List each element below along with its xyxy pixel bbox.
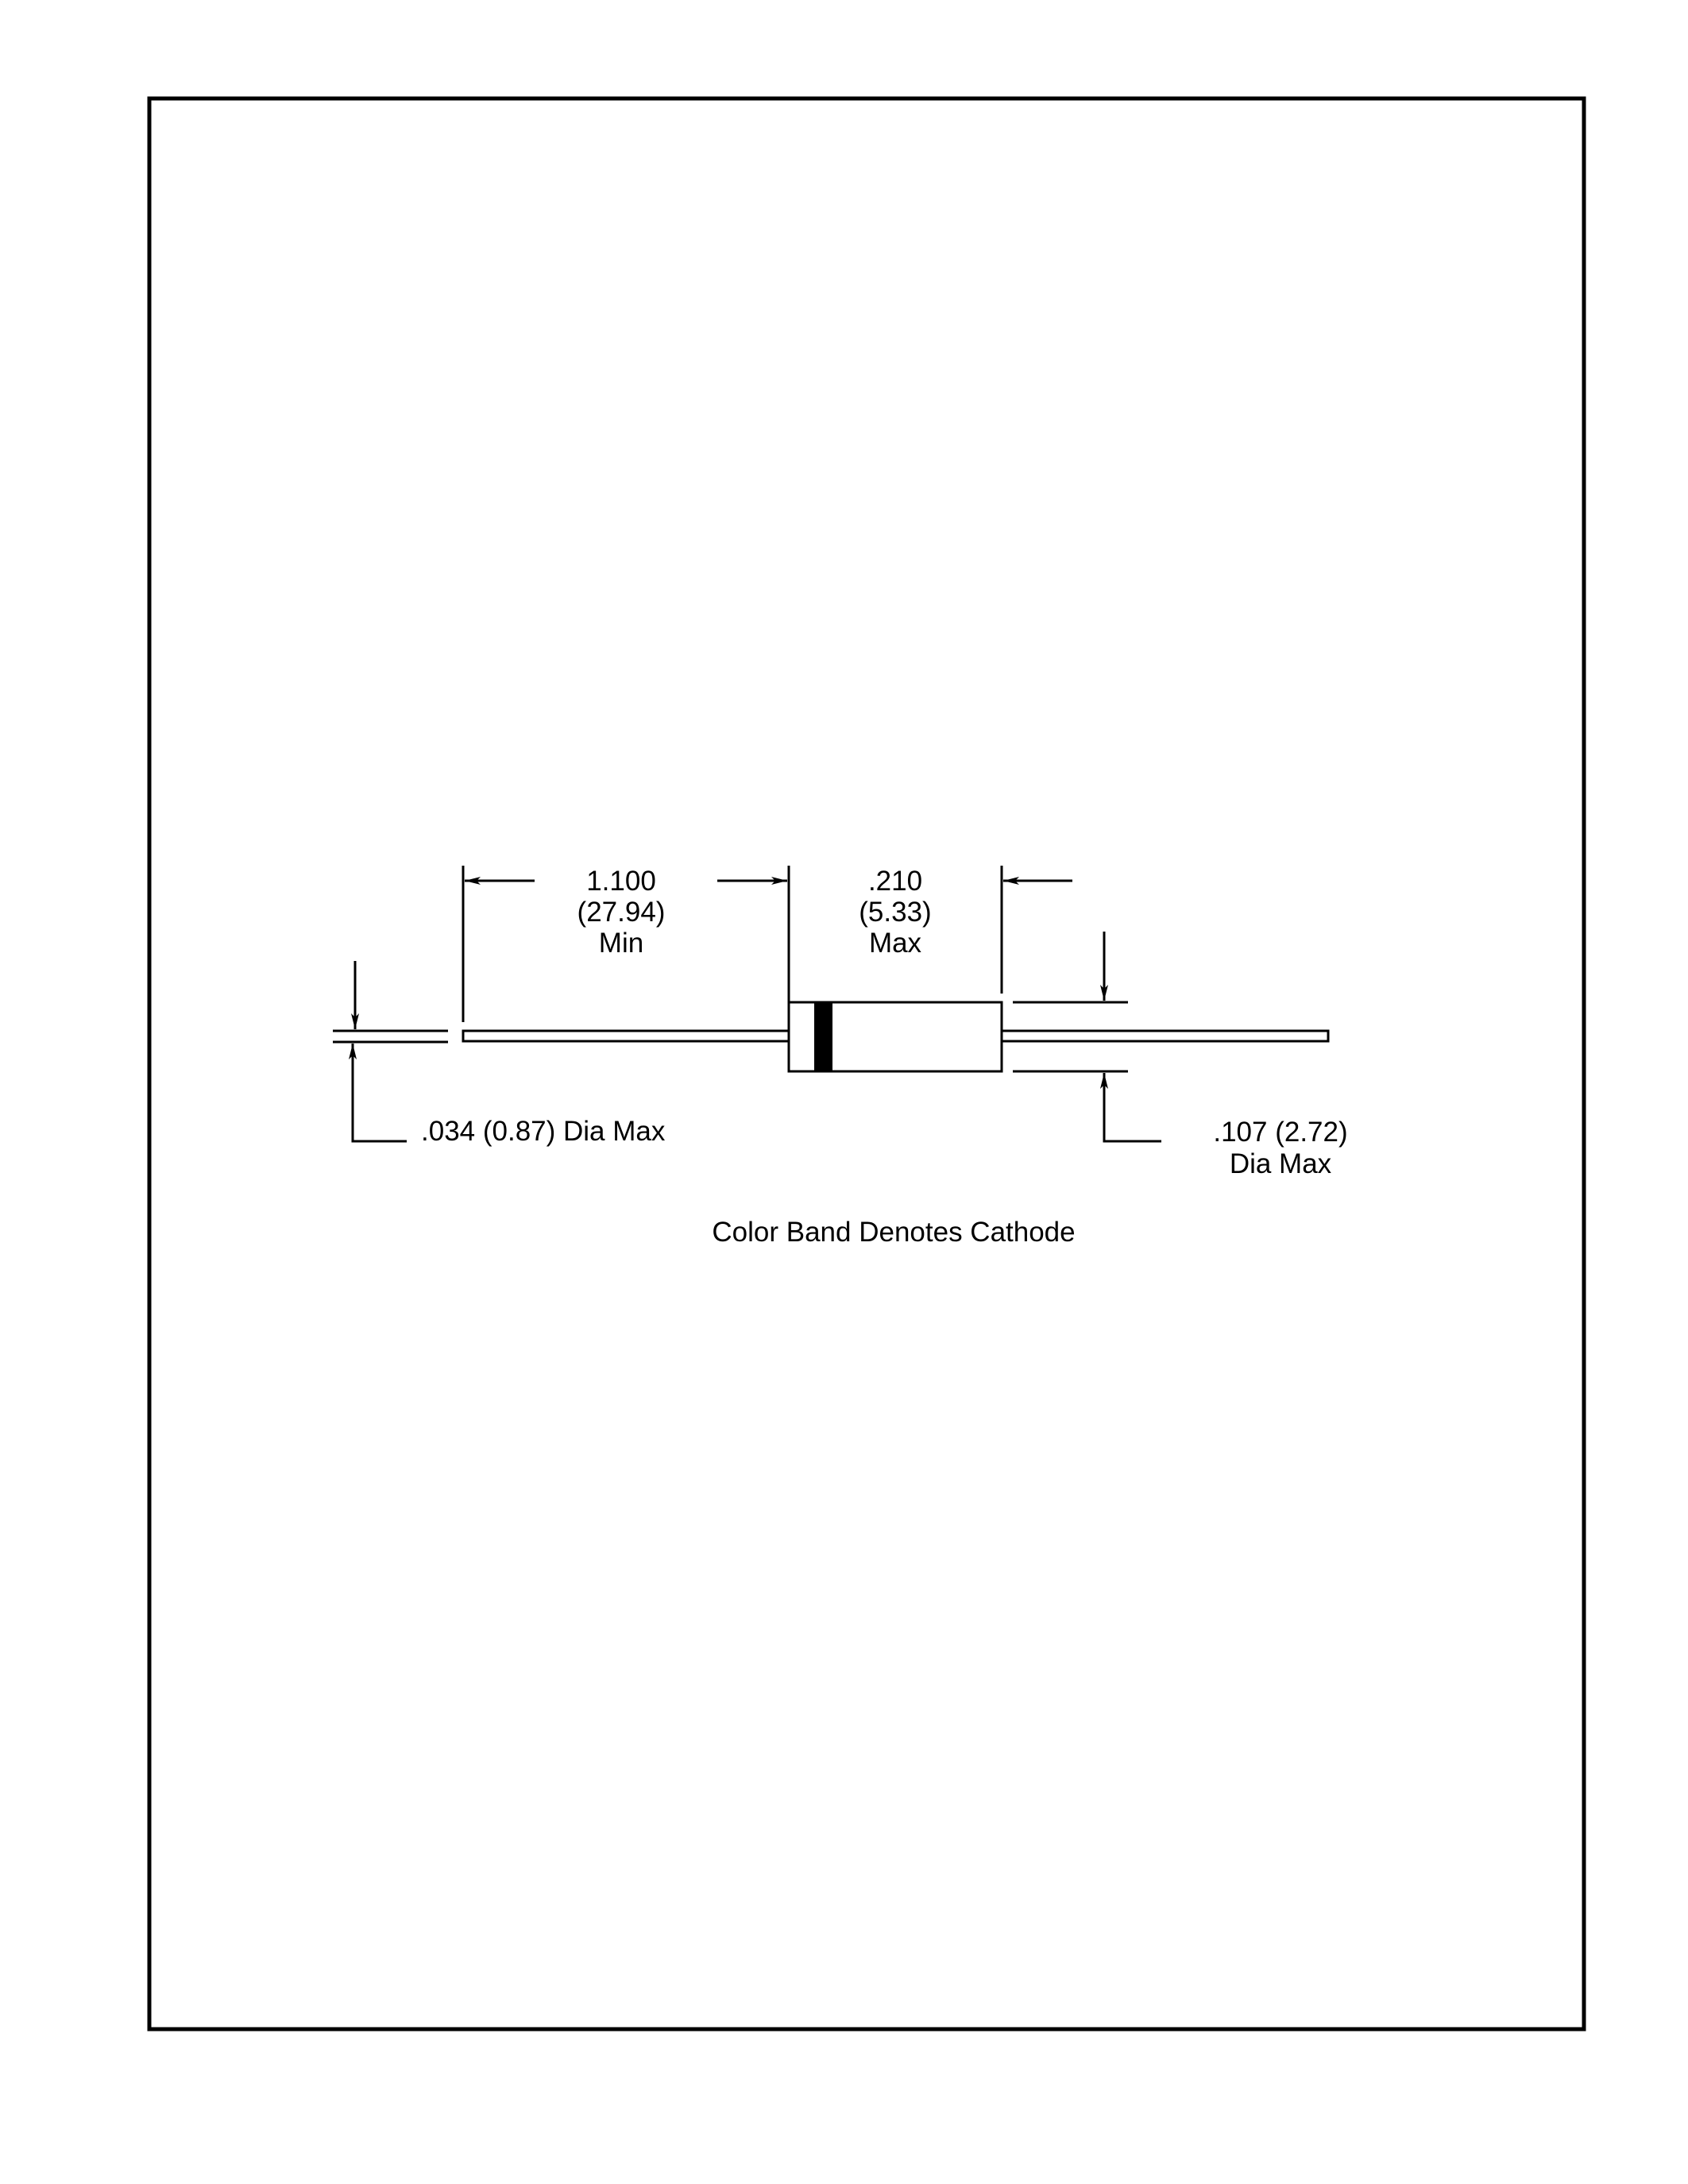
left-lead <box>462 1029 790 1043</box>
lead-length-dimension <box>462 866 790 1022</box>
body-length-inches: .210 <box>868 866 922 897</box>
page-frame <box>147 96 1586 2032</box>
diode <box>462 1001 1330 1073</box>
body-diameter-dimension <box>1013 932 1161 1143</box>
body-diameter-label-line1: .107 (2.72) <box>1213 1117 1347 1148</box>
lead-diameter-label: .034 (0.87) Dia Max <box>421 1116 666 1147</box>
cathode-caption: Color Band Denotes Cathode <box>712 1217 1075 1248</box>
lead-length-mm: (27.94) <box>577 897 666 928</box>
body-length-dimension <box>1000 866 1072 994</box>
right-lead <box>1000 1029 1330 1043</box>
lead-length-qualifier: Min <box>599 928 643 959</box>
body-length-mm: (5.33) <box>859 897 931 928</box>
lead-length-inches: 1.100 <box>586 866 656 897</box>
lead-diameter-dimension <box>333 961 448 1143</box>
body-length-qualifier: Max <box>869 928 922 959</box>
cathode-band <box>814 1002 832 1071</box>
body-diameter-label-line2: Dia Max <box>1230 1148 1332 1179</box>
